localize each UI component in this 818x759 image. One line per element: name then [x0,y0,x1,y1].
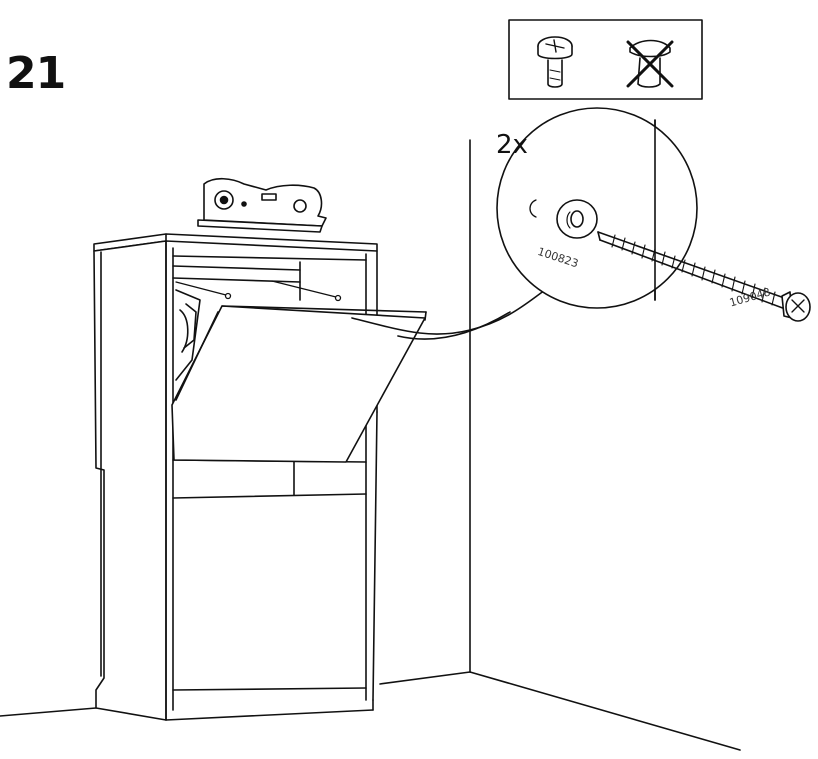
spirit-level [197,177,327,233]
screw-icon [597,231,791,311]
hint-box [508,19,703,100]
correct-screw-head-icon [537,36,573,88]
washer-icon [556,199,598,239]
wrong-screw-head-crossed-icon [626,39,674,88]
detail-circle [496,107,791,311]
callout-leader [351,287,549,340]
step-number: 21 [6,48,66,99]
screw-head-icon [781,291,811,322]
quantity-label: 2x [496,130,528,160]
mounted-screws [175,280,342,302]
tilted-drawer-front [171,305,427,463]
